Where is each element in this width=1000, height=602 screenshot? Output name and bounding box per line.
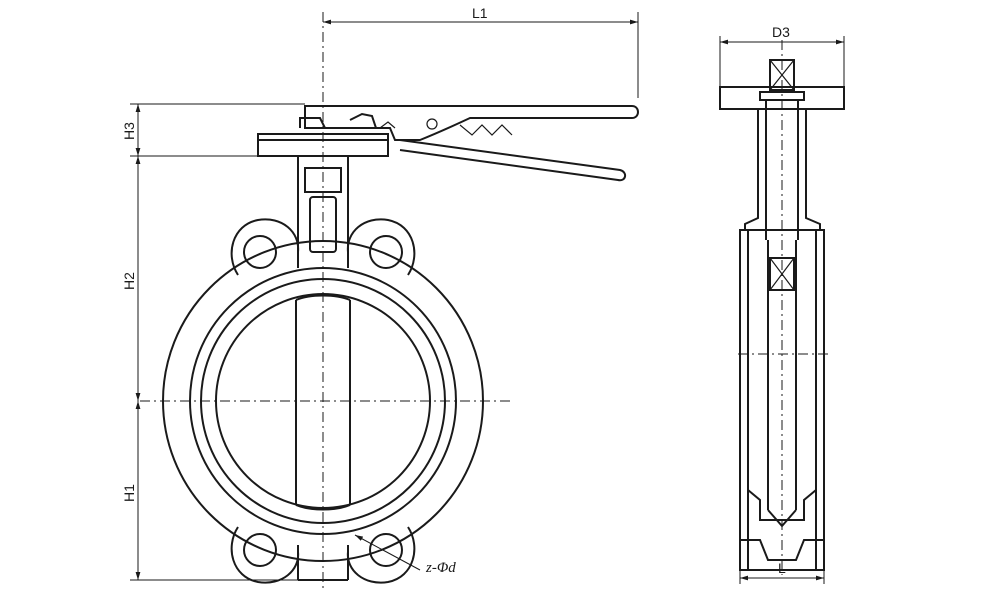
side-body: [739, 229, 825, 571]
dim-L1-label: L1: [472, 5, 488, 21]
side-top-flange: [719, 86, 845, 110]
front-view: z-Φd: [140, 12, 639, 590]
dim-L-label: L: [778, 560, 786, 576]
dimensions-front: L1 H3 H2 H1: [121, 5, 639, 581]
mounting-flange: [257, 133, 389, 157]
side-stem-head: [769, 59, 795, 91]
valve-body: [162, 218, 484, 584]
dim-H1-label: H1: [121, 484, 137, 502]
dim-H2-label: H2: [121, 272, 137, 290]
holes-leader: [354, 534, 421, 571]
dim-H3-label: H3: [121, 122, 137, 140]
side-view: [719, 40, 845, 575]
valve-neck: [295, 155, 351, 511]
holes-label: z-Φd: [425, 560, 456, 576]
dim-D3-label: D3: [772, 24, 790, 40]
lever-handle: [299, 105, 639, 182]
dimensions-side: D3 L: [719, 24, 845, 584]
